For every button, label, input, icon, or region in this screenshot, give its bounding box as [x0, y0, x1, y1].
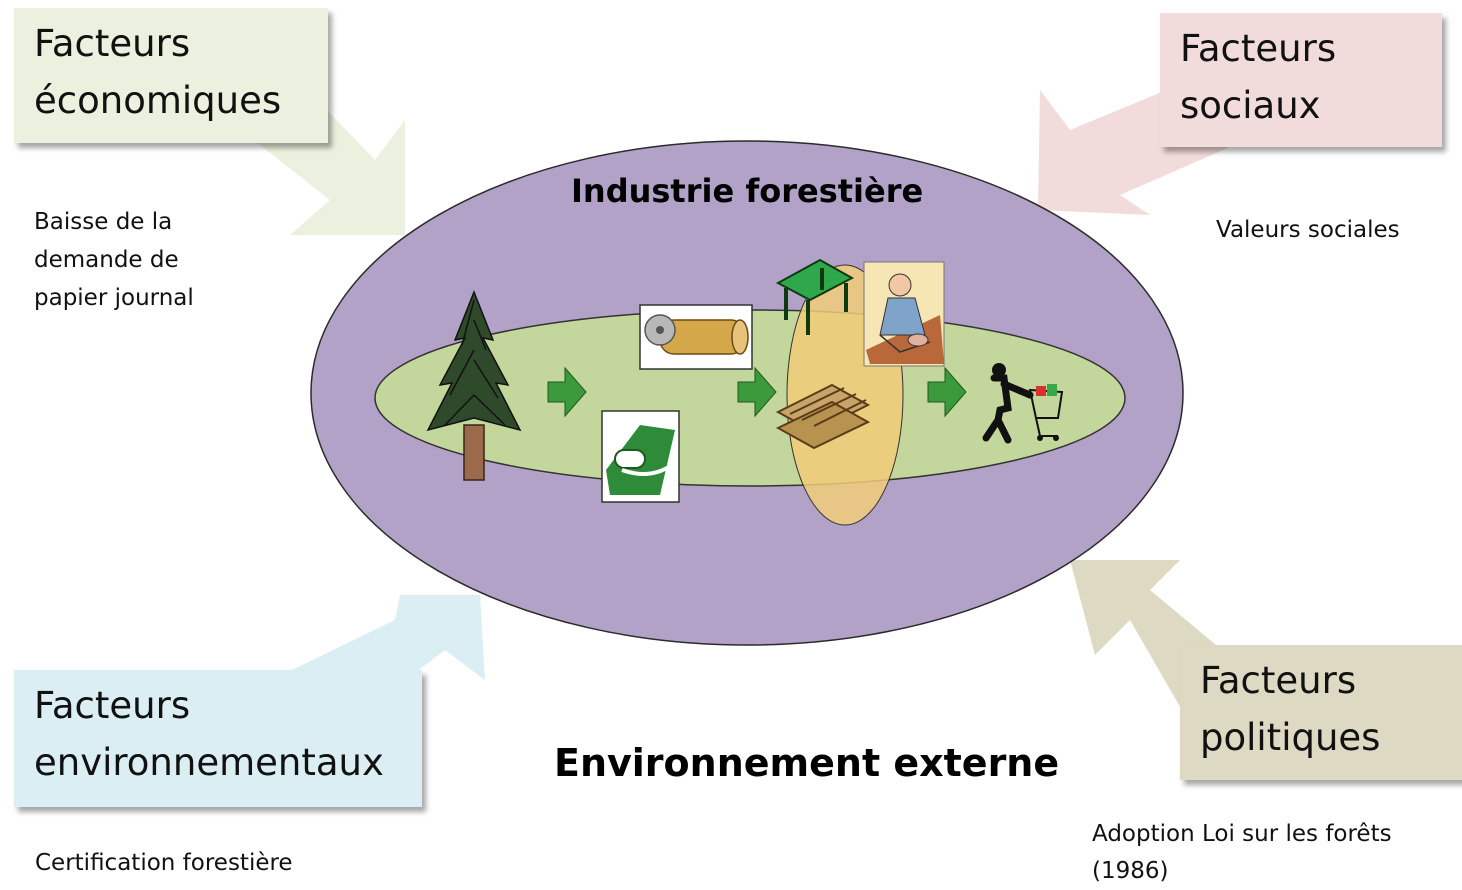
factor-label-line: Facteurs: [1180, 27, 1337, 70]
table-icon: [775, 258, 855, 335]
note-line: Certification forestière: [35, 850, 293, 876]
environmental-factors-box: Facteurs environnementaux: [14, 670, 422, 807]
pallet-icon: [775, 383, 871, 450]
flow-arrow-1: [547, 366, 587, 418]
factor-label-line: Facteurs: [34, 684, 191, 727]
note-line: Adoption Loi sur les forêts: [1092, 821, 1392, 847]
shopper-cart-icon: [982, 363, 1064, 444]
environment-title: Environnement externe: [554, 741, 1060, 785]
factor-label-line: Facteurs: [1200, 659, 1357, 702]
paper-roll-icon: [601, 410, 680, 503]
political-factors-box: Facteurs politiques: [1180, 645, 1462, 780]
factor-label-line: sociaux: [1180, 84, 1321, 127]
note-line: Baisse de la: [34, 209, 173, 235]
environmental-note: Certification forestière: [35, 844, 293, 882]
carpenter-icon: [863, 261, 945, 367]
economic-factors-box: Facteurs économiques: [14, 8, 328, 143]
economic-note: Baisse de la demande de papier journal: [34, 203, 194, 317]
log-saw-icon: [639, 304, 753, 370]
note-line: demande de: [34, 247, 179, 273]
social-note: Valeurs sociales: [1216, 211, 1400, 249]
note-line: (1986): [1092, 858, 1169, 884]
industry-title: Industrie forestière: [571, 172, 924, 210]
note-line: Valeurs sociales: [1216, 217, 1400, 243]
social-factors-box: Facteurs sociaux: [1160, 13, 1442, 147]
flow-arrow-3: [927, 366, 967, 418]
tree-icon: [426, 289, 522, 481]
factor-label-line: environnementaux: [34, 741, 384, 784]
factor-label-line: économiques: [34, 79, 282, 122]
political-note: Adoption Loi sur les forêts (1986): [1092, 816, 1392, 890]
factor-label-line: Facteurs: [34, 22, 191, 65]
note-line: papier journal: [34, 285, 194, 311]
factor-label-line: politiques: [1200, 716, 1381, 759]
flow-arrow-2: [737, 366, 777, 418]
